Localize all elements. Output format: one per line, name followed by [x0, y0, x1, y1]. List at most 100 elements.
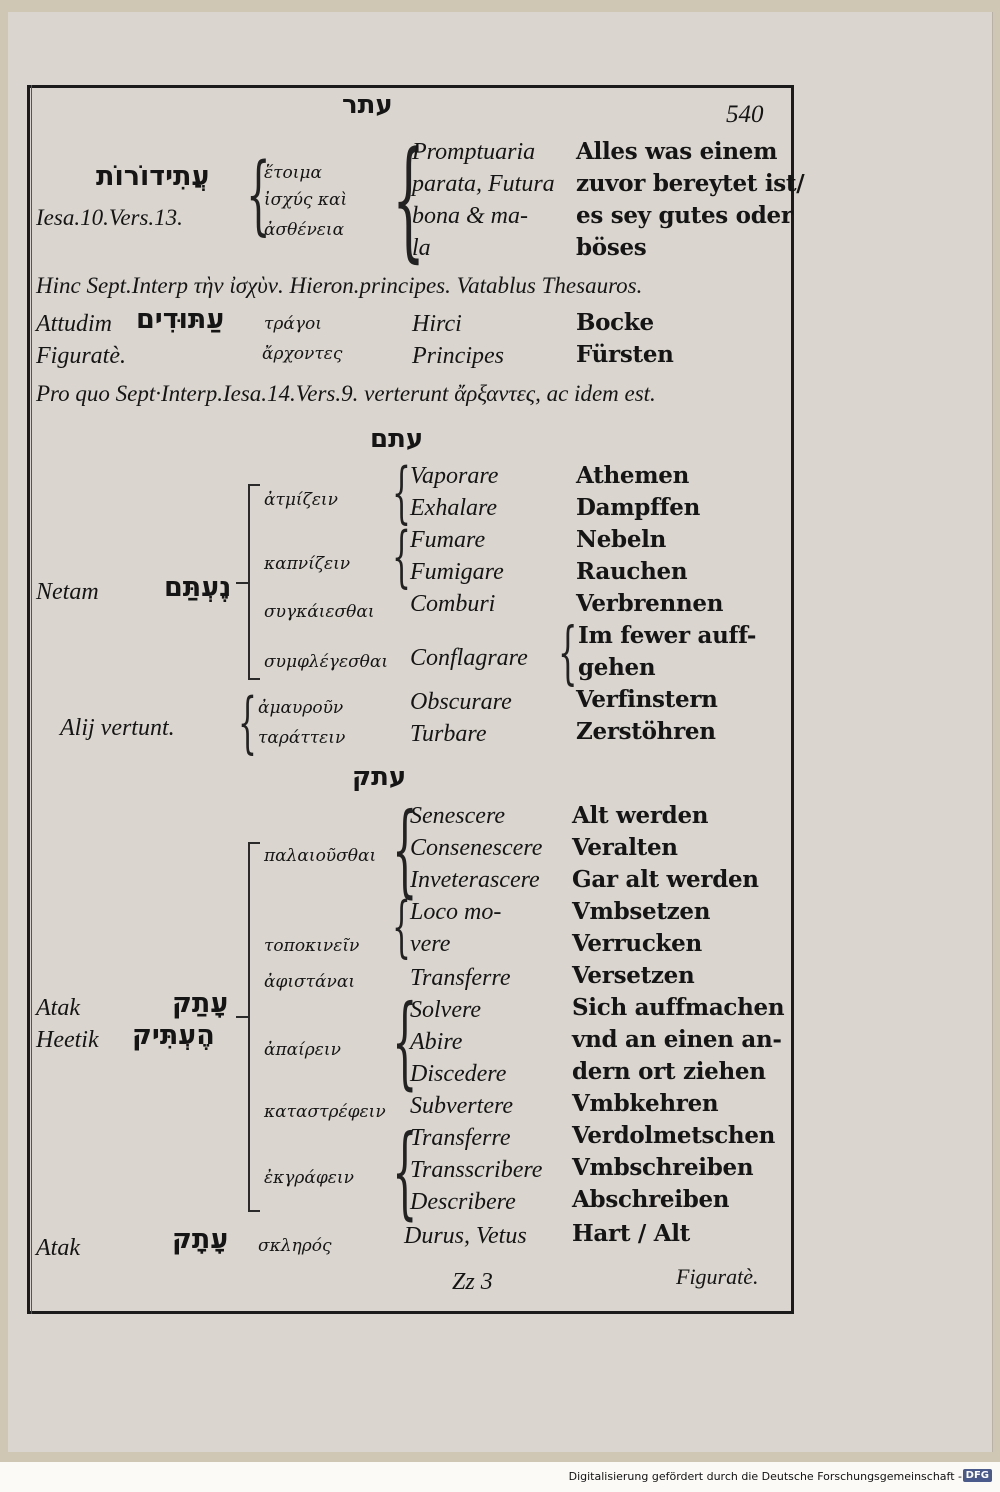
section2-german-5: Verbrennen — [576, 590, 724, 617]
section2-latin-1: Vaporare — [410, 463, 499, 489]
section2-alij-label: Alij vertunt. — [60, 715, 175, 741]
section2-alij-german-2: Zerstöhren — [576, 718, 716, 745]
entry1-latin-1: Promptuaria — [412, 139, 536, 165]
entry1-brace-latin: { — [392, 123, 426, 275]
section3-latin-8: Abire — [410, 1029, 463, 1055]
section3-translit-1: Atak — [36, 995, 80, 1021]
section2-german-2: Dampffen — [576, 494, 701, 521]
entry1-latin-2: parata, Futura — [412, 171, 555, 197]
frame-rule-right — [791, 85, 794, 1314]
last-entry-german: Hart / Alt — [572, 1220, 690, 1247]
pro-quo-line: Pro quo Sept·Interp.Iesa.14.Vers.9. vert… — [36, 381, 656, 406]
section3-bracket-mid — [236, 1016, 248, 1018]
section2-alij-greek-2: ταράττειν — [258, 728, 346, 748]
section2-german-3: Nebeln — [576, 526, 667, 553]
entry1-german-4: böses — [576, 234, 647, 261]
attudim-german-2: Fürsten — [576, 341, 674, 368]
frame-rule-left-inner — [31, 85, 32, 1314]
section3-greek-1: παλαιοῦσθαι — [264, 846, 377, 866]
section3-title: עתק — [352, 762, 407, 792]
section2-bracket-mid — [236, 582, 248, 584]
frame-rule-top — [27, 85, 794, 88]
section2-german-1: Athemen — [576, 462, 690, 489]
section3-bracket — [248, 842, 250, 1212]
section3-latin-6: Transferre — [410, 965, 511, 991]
section3-hebrew-2: הֶעְתִּיק — [132, 1020, 215, 1051]
section3-german-1: Alt werden — [572, 802, 709, 829]
attudim-greek-1: τράγοι — [264, 314, 322, 334]
section3-german-5: Verrucken — [572, 930, 702, 957]
entry1-greek-3: ἀσθένεια — [264, 220, 345, 240]
section3-latin-3: Inveterascere — [410, 867, 540, 893]
dfg-logo: DFG — [962, 1469, 992, 1482]
entry1-hebrew: עֲתִידוֹרוֹת — [96, 161, 210, 192]
section3-brace-2: { — [392, 888, 411, 965]
last-entry-latin: Durus, Vetus — [404, 1223, 527, 1249]
last-entry-greek: σκληρός — [258, 1236, 332, 1256]
section3-german-11: Verdolmetschen — [572, 1122, 776, 1149]
section3-latin-12: Transscribere — [410, 1157, 543, 1183]
section3-latin-5: vere — [410, 931, 451, 957]
section3-brace-4: { — [392, 1113, 418, 1230]
attudim-translit: Attudim — [36, 311, 112, 337]
section2-latin-5: Comburi — [410, 591, 496, 617]
entry1-brace-greek: { — [246, 145, 271, 245]
section3-latin-2: Consenescere — [410, 835, 543, 861]
section3-latin-9: Discedere — [410, 1061, 507, 1087]
catchword: Figuratè. — [676, 1264, 759, 1289]
entry1-greek-1: ἕτοιμα — [264, 163, 322, 183]
section3-hebrew-1: עָתַק — [172, 988, 229, 1019]
section3-greek-2: τοποκινεῖν — [264, 936, 360, 956]
section2-german-4: Rauchen — [576, 558, 688, 585]
section2-alij-latin-1: Obscurare — [410, 689, 512, 715]
section2-alij-greek-1: ἀμαυροῦν — [258, 698, 344, 718]
digitization-footer: Digitalisierung gefördert durch die Deut… — [0, 1462, 1000, 1492]
running-head-hebrew: עתר — [342, 90, 393, 120]
section2-bracket-top — [248, 484, 260, 486]
section3-brace-3: { — [392, 983, 418, 1100]
entry1-latin-4: la — [412, 235, 431, 261]
section3-greek-3: ἀφιστάναι — [264, 972, 356, 992]
section3-greek-4: ἀπαίρειν — [264, 1040, 341, 1060]
attudim-german-1: Bocke — [576, 309, 654, 336]
section2-brace-1: { — [392, 454, 411, 531]
section3-latin-11: Transferre — [410, 1125, 511, 1151]
hinc-line: Hinc Sept.Interp τὴν ἰσχὺν. Hieron.princ… — [36, 273, 643, 298]
section3-german-3: Gar alt werden — [572, 866, 759, 893]
section3-greek-6: ἐκγράφειν — [264, 1168, 354, 1188]
entry1-german-1: Alles was einem — [576, 138, 778, 165]
attudim-hebrew: עַתּוּדִים — [136, 304, 225, 335]
section3-latin-13: Describere — [410, 1189, 516, 1215]
section2-brace-2: { — [392, 518, 411, 595]
section3-bracket-top — [248, 842, 260, 844]
section2-latin-3: Fumare — [410, 527, 486, 553]
section2-german-7: gehen — [578, 654, 656, 681]
section2-translit: Netam — [36, 579, 99, 605]
last-entry-translit: Atak — [36, 1235, 80, 1261]
section3-german-8: vnd an einen an- — [572, 1026, 782, 1053]
page-number: 540 — [726, 101, 764, 128]
section3-german-6: Versetzen — [572, 962, 695, 989]
section3-latin-4: Loco mo- — [410, 899, 502, 925]
section3-german-12: Vmbschreiben — [572, 1154, 754, 1181]
entry1-greek-2: ἰσχύς καὶ — [264, 190, 348, 210]
section2-latin-6: Conflagrare — [410, 645, 528, 671]
section3-latin-7: Solvere — [410, 997, 482, 1023]
section3-latin-1: Senescere — [410, 803, 506, 829]
frame-rule-left — [27, 85, 30, 1314]
book-page — [8, 12, 993, 1452]
section3-german-7: Sich auffmachen — [572, 994, 785, 1021]
section3-german-10: Vmbkehren — [572, 1090, 719, 1117]
section2-greek-1: ἀτμίζειν — [264, 490, 338, 510]
last-entry-hebrew: עָתָק — [172, 1224, 229, 1255]
section3-german-9: dern ort ziehen — [572, 1058, 766, 1085]
section2-hebrew: נֶעְתַּם — [164, 572, 232, 603]
section3-german-2: Veralten — [572, 834, 678, 861]
section3-latin-10: Subvertere — [410, 1093, 514, 1119]
signature-mark: Zz 3 — [452, 1269, 493, 1295]
section2-brace-alij: { — [238, 684, 257, 761]
section2-bracket — [248, 484, 250, 680]
section3-translit-2: Heetik — [36, 1027, 99, 1053]
entry1-german-3: es sey gutes oder — [576, 202, 793, 229]
section3-greek-5: καταστρέφειν — [264, 1102, 386, 1122]
